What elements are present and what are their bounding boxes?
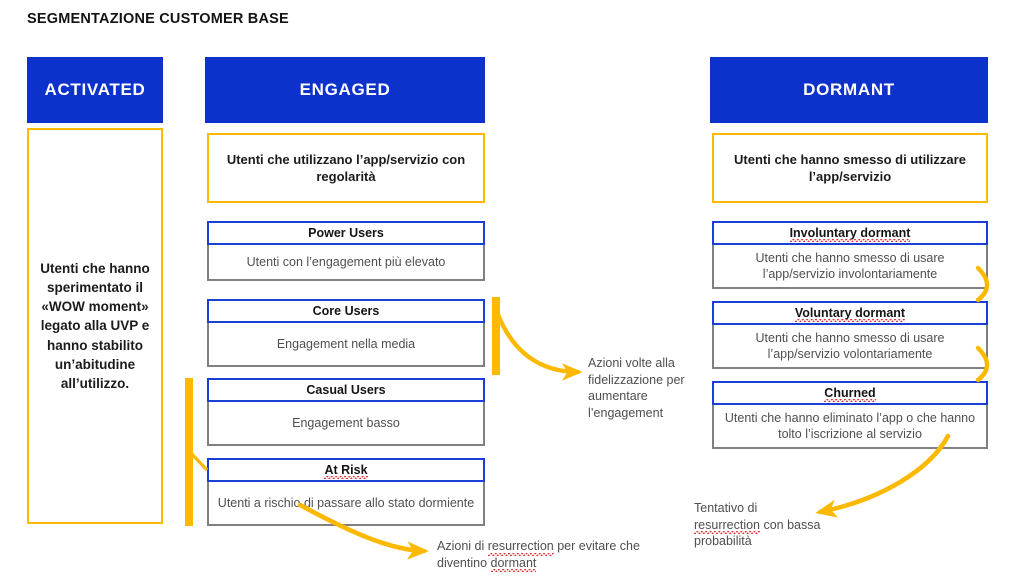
- segment-card-voluntary-dormant[interactable]: Voluntary dormant Utenti che hanno smess…: [712, 301, 988, 369]
- segment-title: Casual Users: [207, 378, 485, 402]
- segment-body: Engagement nella media: [207, 323, 485, 367]
- segment-title: At Risk: [207, 458, 485, 482]
- segment-title: Involuntary dormant: [712, 221, 988, 245]
- segment-body: Utenti che hanno smesso di usare l’app/s…: [712, 325, 988, 369]
- segment-card-at-risk[interactable]: At Risk Utenti a rischio di passare allo…: [207, 458, 485, 526]
- segment-body: Utenti che hanno smesso di usare l’app/s…: [712, 245, 988, 289]
- column-description-dormant: Utenti che hanno smesso di utilizzare l’…: [712, 133, 988, 203]
- segment-body: Utenti con l’engagement più elevato: [207, 245, 485, 281]
- segment-title: Voluntary dormant: [712, 301, 988, 325]
- segment-card-power-users[interactable]: Power Users Utenti con l’engagement più …: [207, 221, 485, 281]
- arrow-to-fidelizzazione-note: [494, 309, 583, 381]
- connector-bar-left: [185, 378, 193, 526]
- column-header-engaged[interactable]: ENGAGED: [205, 57, 485, 123]
- column-description-engaged: Utenti che utilizzano l’app/servizio con…: [207, 133, 485, 203]
- segment-title: Churned: [712, 381, 988, 405]
- annotation-tentativo: Tentativo di resurrection con bassa prob…: [694, 501, 821, 548]
- page-title: SEGMENTAZIONE CUSTOMER BASE: [27, 11, 289, 27]
- spellcheck-word-dormant: dormant: [490, 555, 537, 572]
- spellcheck-word-resurrection: resurrection: [487, 539, 554, 555]
- segment-title: Core Users: [207, 299, 485, 323]
- segment-card-churned[interactable]: Churned Utenti che hanno eliminato l’app…: [712, 381, 988, 449]
- segment-card-casual-users[interactable]: Casual Users Engagement basso: [207, 378, 485, 446]
- spellcheck-word-resurrection-2: resurrection: [694, 517, 760, 534]
- annotation-resurrection: Azioni di resurrection per evitare che d…: [437, 539, 640, 572]
- segment-title: Power Users: [207, 221, 485, 245]
- annotation-fidelizzazione: Azioni volte alla fidelizzazione per aum…: [588, 356, 685, 420]
- segment-body: Engagement basso: [207, 402, 485, 446]
- column-description-activated: Utenti che hanno sperimentato il «WOW mo…: [27, 128, 163, 524]
- connector-bar-middle: [492, 297, 500, 375]
- segment-card-involuntary-dormant[interactable]: Involuntary dormant Utenti che hanno sme…: [712, 221, 988, 289]
- column-header-dormant[interactable]: DORMANT: [710, 57, 988, 123]
- segment-body: Utenti che hanno eliminato l’app o che h…: [712, 405, 988, 449]
- segment-body: Utenti a rischio di passare allo stato d…: [207, 482, 485, 526]
- column-header-activated[interactable]: ACTIVATED: [27, 57, 163, 123]
- segment-card-core-users[interactable]: Core Users Engagement nella media: [207, 299, 485, 367]
